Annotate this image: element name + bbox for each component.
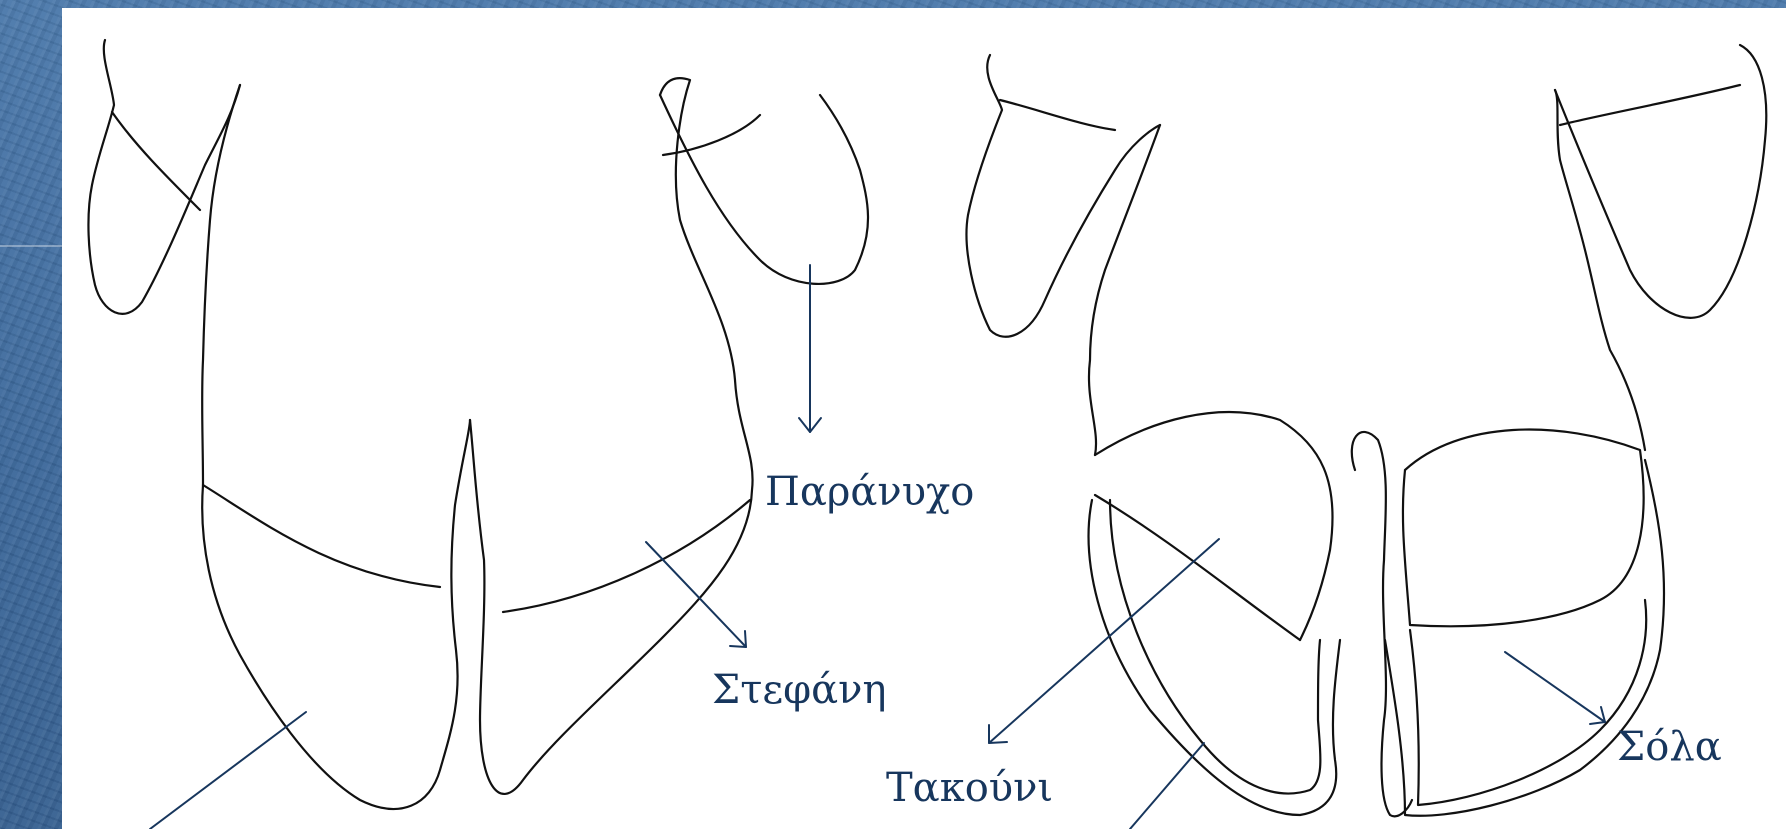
right-hoof-left-sole-top xyxy=(1095,495,1300,640)
left-hoof-left-claw xyxy=(202,85,470,809)
right-hoof-drawing xyxy=(967,45,1767,816)
right-hoof-right-heel xyxy=(1403,430,1644,627)
right-hoof-right-wall xyxy=(1555,90,1645,450)
arrow-sola xyxy=(1505,652,1605,724)
right-hoof-left-heel xyxy=(1095,412,1333,640)
left-hoof-right-dewclaw xyxy=(660,95,868,284)
left-hoof-left-dewclaw xyxy=(88,40,240,314)
right-hoof-right-inner-wall xyxy=(1410,600,1646,805)
pointer-line-bottom-left xyxy=(150,712,306,829)
left-hoof-coronet-line xyxy=(203,485,440,587)
label-paranycho: Παράνυχο xyxy=(765,472,974,512)
right-hoof-right-dewclaw-band xyxy=(1560,85,1740,125)
right-hoof-left-dewclaw xyxy=(967,55,1160,337)
right-hoof-left-inner-wall xyxy=(1110,500,1320,793)
left-dewclaw-band xyxy=(112,112,200,210)
label-stefani: Στεφάνη xyxy=(712,670,886,710)
left-hoof-inner-cleft xyxy=(470,78,753,794)
label-sola: Σόλα xyxy=(1617,727,1722,767)
pointer-line-bottom-center xyxy=(1130,743,1204,829)
right-hoof-left-wall xyxy=(1089,125,1160,455)
left-hoof-coronet-line-right xyxy=(503,500,750,612)
label-takouni: Τακούνι xyxy=(886,768,1053,808)
arrow-paranycho xyxy=(799,265,821,432)
arrow-takouni xyxy=(989,539,1219,743)
right-hoof-left-outer-wall xyxy=(1089,500,1340,815)
right-hoof-left-dewclaw-band xyxy=(1000,100,1115,130)
